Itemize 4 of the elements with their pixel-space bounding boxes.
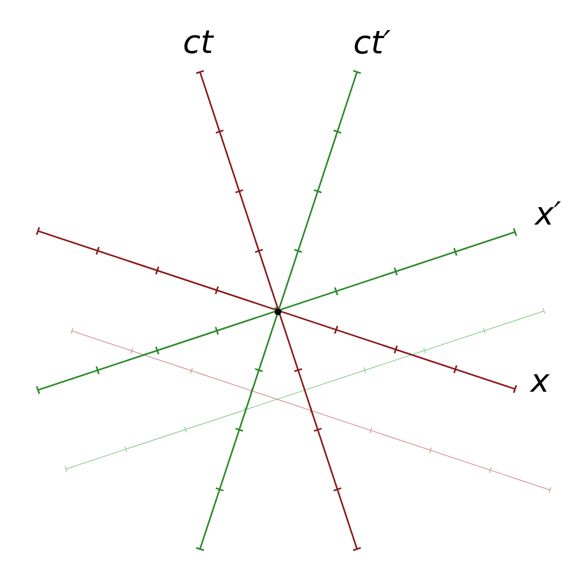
axis-label: x′ xyxy=(534,201,561,225)
axis-label: x xyxy=(530,374,550,392)
axis-label: ct′ xyxy=(354,30,390,54)
axis-label: ct xyxy=(184,30,214,54)
